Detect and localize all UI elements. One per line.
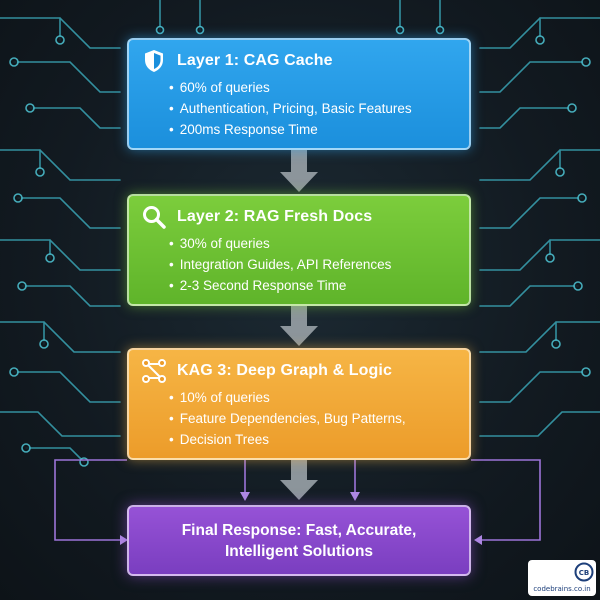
left-connector-outer [54,459,127,541]
layer-3-bullets: 10% of queries Feature Dependencies, Bug… [141,387,457,450]
arrow-layer1-to-layer2 [280,150,318,192]
list-item: 10% of queries [169,387,457,408]
layer-1-title: Layer 1: CAG Cache [177,52,333,69]
flow-arrows [280,150,318,500]
layer-2-bullets: 30% of queries Integration Guides, API R… [141,233,457,296]
list-item: Integration Guides, API References [169,254,457,275]
list-item: Feature Dependencies, Bug Patterns, [169,408,457,429]
logo-badge-text: CB [579,569,589,577]
layer-2-box: Layer 2: RAG Fresh Docs 30% of queries I… [127,194,471,306]
layer-3-box: KAG 3: Deep Graph & Logic 10% of queries… [127,348,471,460]
final-response-box: Final Response: Fast, Accurate, Intellig… [127,505,471,576]
final-response-title: Final Response: Fast, Accurate, Intellig… [181,521,417,560]
list-item: 60% of queries [169,77,457,98]
side-connectors [54,459,541,541]
arrow-layer3-to-final [280,460,318,500]
layer-3-title: KAG 3: Deep Graph & Logic [177,362,392,379]
graph-nodes-icon [142,359,166,383]
list-item: Authentication, Pricing, Basic Features [169,98,457,119]
shield-icon [145,50,163,72]
layer-1-bullets: 60% of queries Authentication, Pricing, … [141,77,457,140]
arrow-layer2-to-layer3 [280,306,318,346]
logo-text: codebrains.co.in [533,585,591,593]
list-item: 200ms Response Time [169,119,457,140]
codebrains-logo: CB codebrains.co.in [528,560,596,596]
search-icon [143,206,166,229]
logo-badge-icon: CB [574,562,594,582]
list-item: 30% of queries [169,233,457,254]
layer-2-title: Layer 2: RAG Fresh Docs [177,208,373,225]
list-item: 2-3 Second Response Time [169,275,457,296]
layer-1-box: Layer 1: CAG Cache 60% of queries Authen… [127,38,471,150]
right-connector-outer [471,459,541,541]
list-item: Decision Trees [169,429,457,450]
